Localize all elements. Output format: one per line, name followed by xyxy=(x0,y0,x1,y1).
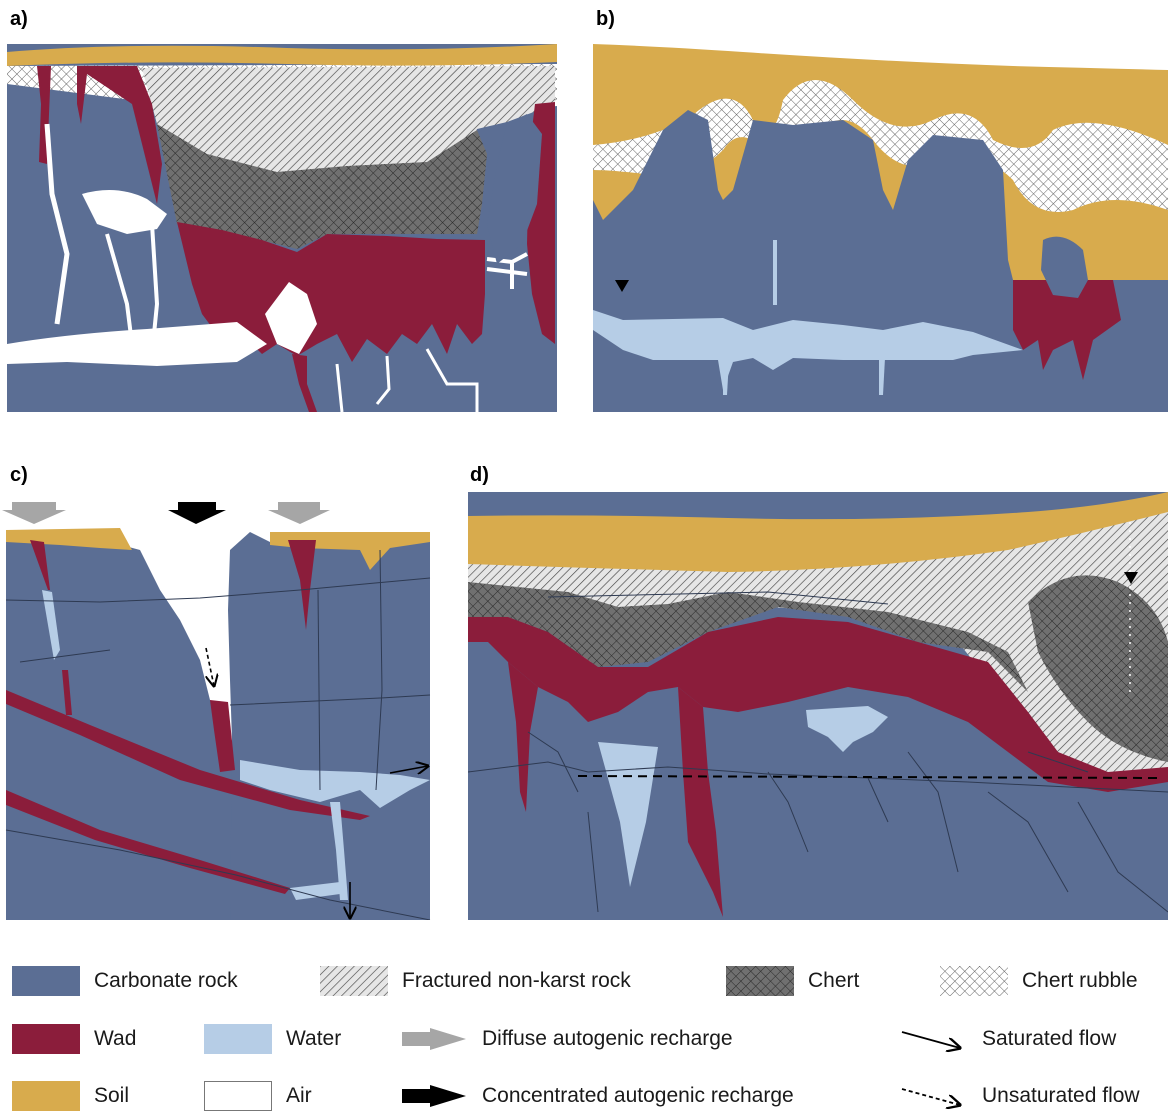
water-pipe-2 xyxy=(879,358,885,395)
water-b xyxy=(593,310,1023,390)
water-table-marker xyxy=(615,280,629,292)
wad-band-d xyxy=(468,617,1168,792)
air-cave-lower xyxy=(7,322,267,366)
legend-soil: Soil xyxy=(12,1080,129,1112)
chert-rubble-band xyxy=(593,80,1168,212)
wad-vein-1 xyxy=(62,670,72,715)
carbonate-right-c xyxy=(228,532,430,920)
diffuse-recharge-arrow-right xyxy=(268,502,330,524)
chert-swatch xyxy=(726,966,794,996)
wad-pipe-left-2 xyxy=(77,66,162,204)
legend-water-label: Water xyxy=(286,1027,342,1050)
water-vein-c xyxy=(42,590,60,660)
legend-concentrated-label: Concentrated autogenic recharge xyxy=(482,1084,794,1107)
legend-carbonate-rock: Carbonate rock xyxy=(12,965,238,997)
legend-fractured-label: Fractured non-karst rock xyxy=(402,969,631,992)
air-swatch xyxy=(204,1081,272,1111)
legend-unsaturated-flow: Unsaturated flow xyxy=(900,1080,1140,1112)
legend-carbonate-rock-label: Carbonate rock xyxy=(94,969,238,992)
legend-soil-label: Soil xyxy=(94,1084,130,1107)
panel-c-diagram xyxy=(0,490,440,920)
legend-diffuse-recharge: Diffuse autogenic recharge xyxy=(400,1023,733,1055)
legend-water: Water xyxy=(204,1023,341,1055)
air-cave-upper xyxy=(82,190,167,234)
legend-chert-label: Chert xyxy=(808,969,860,992)
water-table-line-d xyxy=(577,775,1159,779)
legend-chert: Chert xyxy=(726,965,859,997)
legend-unsaturated-label: Unsaturated flow xyxy=(982,1084,1140,1107)
water-swatch xyxy=(204,1024,272,1054)
legend-wad-label: Wad xyxy=(94,1027,137,1050)
soil-top-left-c xyxy=(6,528,132,550)
legend-wad: Wad xyxy=(12,1023,136,1055)
water-pipe-d xyxy=(598,742,658,887)
wad-swatch xyxy=(12,1024,80,1054)
water-drain-c xyxy=(330,802,348,900)
fractured-layer-d xyxy=(468,512,1168,782)
panel-b-label: b) xyxy=(596,8,615,30)
legend-fractured-non-karst-rock: Fractured non-karst rock xyxy=(320,965,631,997)
fracture-lines-c xyxy=(5,549,431,920)
air-crack-2 xyxy=(105,233,134,345)
diffuse-recharge-arrow-left xyxy=(2,502,66,524)
legend-air-label: Air xyxy=(286,1084,312,1107)
panel-d-label: d) xyxy=(470,464,489,486)
wad-stripe-2 xyxy=(6,790,290,894)
legend-diffuse-label: Diffuse autogenic recharge xyxy=(482,1027,733,1050)
unsaturated-flow-swatch xyxy=(901,1088,968,1111)
air-crack-1 xyxy=(44,123,70,325)
legend-air: Air xyxy=(204,1080,312,1112)
panel-b-diagram xyxy=(593,40,1168,412)
water-pocket-d xyxy=(806,706,888,752)
air-crack-5 xyxy=(335,348,479,412)
concentrated-recharge-arrow xyxy=(168,502,226,524)
air-top-b xyxy=(593,40,1168,70)
air-cave-diamond xyxy=(265,282,317,354)
water-table-marker-d xyxy=(1124,572,1138,584)
diffuse-recharge-swatch xyxy=(402,1028,466,1050)
panel-a-diagram xyxy=(7,44,557,412)
saturated-flow-arrow-right-c xyxy=(389,766,428,773)
carbonate-blob-b xyxy=(1041,236,1088,298)
water-pipe-3 xyxy=(773,240,777,305)
wad-pipe-d1 xyxy=(508,662,538,812)
chert-mass xyxy=(157,124,487,249)
wad-body xyxy=(177,222,485,362)
air-crack-4 xyxy=(486,252,528,289)
carbonate-pillar-right xyxy=(487,114,542,264)
legend-chert-rubble-label: Chert rubble xyxy=(1022,969,1138,992)
panel-d-diagram xyxy=(468,492,1168,920)
fracture-lines-d xyxy=(468,591,1168,913)
wad-vein-right xyxy=(288,540,316,630)
concentrated-recharge-swatch xyxy=(402,1085,466,1107)
air-crack-3 xyxy=(150,223,160,355)
soil-swatch xyxy=(12,1081,80,1111)
panel-a-label: a) xyxy=(10,8,28,30)
wad-vein-left xyxy=(30,540,50,590)
legend-saturated-label: Saturated flow xyxy=(982,1027,1117,1050)
wad-vein-2 xyxy=(210,700,235,772)
soil-top-a xyxy=(7,44,557,66)
saturated-flow-swatch xyxy=(901,1031,968,1054)
water-pipe-1 xyxy=(723,360,729,395)
fractured-rock-swatch xyxy=(320,966,388,996)
chert-rubble-swatch xyxy=(940,966,1008,996)
water-pocket-c xyxy=(240,760,430,808)
wad-drip xyxy=(292,354,317,412)
legend-concentrated-recharge: Concentrated autogenic recharge xyxy=(400,1080,794,1112)
chert-body-d xyxy=(1028,575,1168,762)
soil-top-d xyxy=(468,492,1168,572)
wad-right-b xyxy=(1013,280,1121,380)
wad-pipe-d2 xyxy=(678,687,723,917)
carbonate-rock-swatch xyxy=(12,966,80,996)
legend-saturated-flow: Saturated flow xyxy=(900,1023,1116,1055)
panel-c-label: c) xyxy=(10,464,28,486)
water-drain-left-c xyxy=(290,882,340,900)
chert-strip-d xyxy=(468,582,1028,692)
legend-chert-rubble: Chert rubble xyxy=(940,965,1138,997)
